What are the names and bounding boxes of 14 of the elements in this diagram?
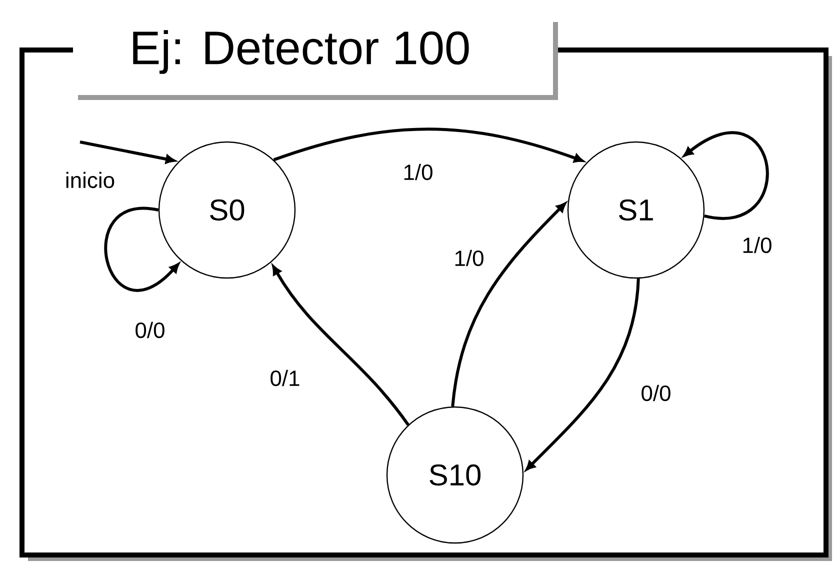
arrow xyxy=(80,140,176,164)
edge-label: 0/1 xyxy=(268,368,302,388)
edge-label: 1/0 xyxy=(740,236,774,254)
edge-label: inicio xyxy=(64,170,116,190)
arrow xyxy=(272,265,410,426)
edge-label: 1/0 xyxy=(402,162,434,182)
title-box: Ej: Detector 100 xyxy=(73,10,558,100)
arrow xyxy=(526,278,640,471)
arrow xyxy=(104,207,180,292)
arrow xyxy=(451,202,566,407)
arrow xyxy=(683,131,768,220)
edge-label: 1/0 xyxy=(452,248,486,268)
edge-label: 0/0 xyxy=(640,384,672,402)
edge-label: 0/0 xyxy=(134,320,166,340)
